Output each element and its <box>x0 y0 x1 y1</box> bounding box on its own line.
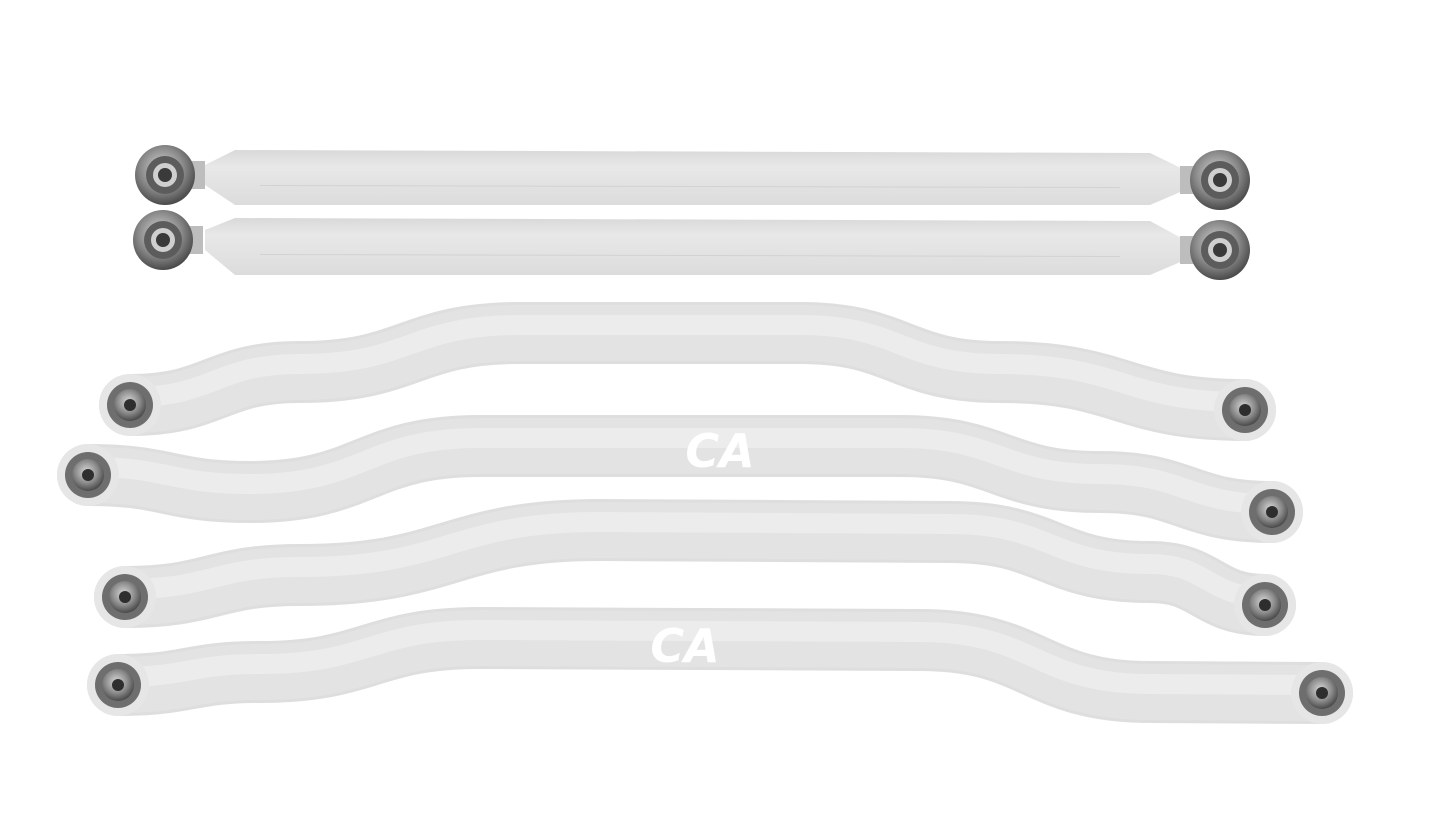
rod-end-hole <box>1213 173 1227 187</box>
rod-tube <box>205 218 1185 275</box>
tie-rod <box>135 145 1250 210</box>
rod-end-hole <box>1213 243 1227 257</box>
trailing-arm <box>87 606 1353 724</box>
bushing-hole <box>119 591 131 603</box>
rod-end-hole <box>156 233 170 247</box>
arm-highlight <box>120 314 1255 412</box>
arm-highlight <box>78 427 1282 514</box>
rod-tube <box>205 150 1185 205</box>
rod-flat-edge <box>259 254 1121 257</box>
bushing-hole <box>1266 506 1278 518</box>
brand-logo: CA <box>685 424 754 478</box>
tie-rod <box>133 210 1250 280</box>
bushing-hole <box>1259 599 1271 611</box>
arm-highlight <box>108 619 1332 695</box>
curved-trailing-arms <box>57 301 1353 724</box>
bushing-hole <box>1316 687 1328 699</box>
rod-flat-edge <box>259 185 1121 188</box>
bushing-hole <box>124 399 136 411</box>
trailing-arm <box>94 498 1296 636</box>
brand-logos: CA CA <box>650 424 754 673</box>
trailing-arm <box>57 414 1303 543</box>
bushing-hole <box>1239 404 1251 416</box>
trailing-arm <box>99 301 1276 441</box>
brand-logo: CA <box>650 619 719 673</box>
bushing-hole <box>82 469 94 481</box>
arm-highlight <box>115 511 1275 607</box>
rod-end-hole <box>158 168 172 182</box>
straight-tie-rods <box>133 145 1250 280</box>
bushing-hole <box>112 679 124 691</box>
